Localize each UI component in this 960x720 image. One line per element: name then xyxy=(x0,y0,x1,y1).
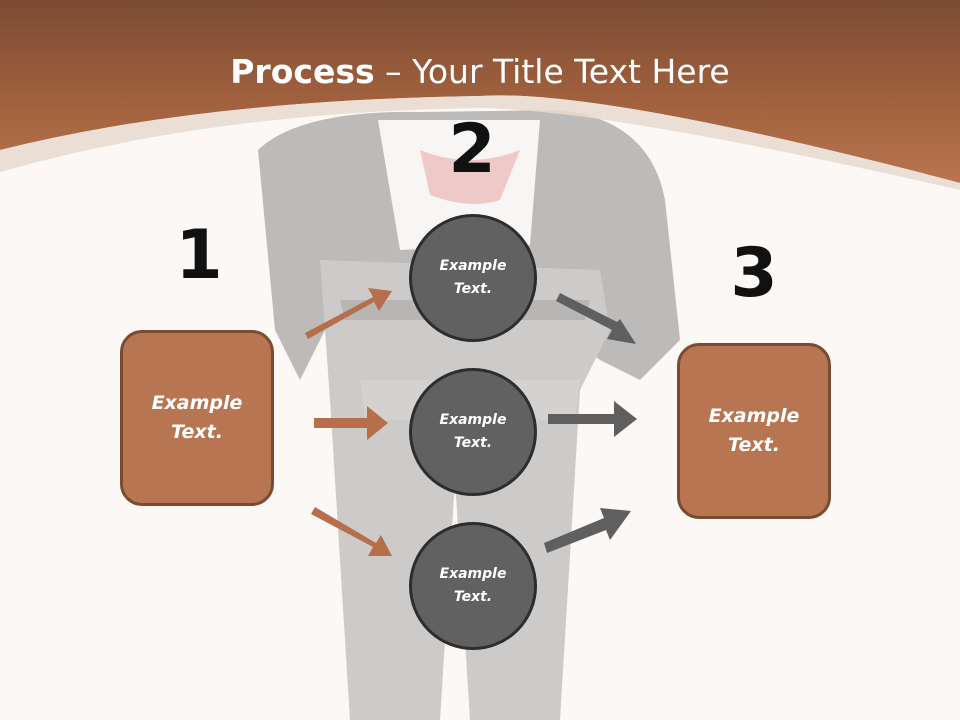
step-number-2: 2 xyxy=(448,110,496,189)
step-number-3: 3 xyxy=(730,234,778,313)
arrow-right-left xyxy=(314,406,388,440)
arrow-down-right-left xyxy=(311,507,392,556)
slide-title-rest: – Your Title Text Here xyxy=(374,52,730,91)
middle-step-label: Example Text. xyxy=(439,412,507,451)
left-step-box: Example Text. xyxy=(120,330,274,506)
arrow-up-right-right xyxy=(544,508,631,553)
middle-step-circle: Example Text. xyxy=(409,368,537,496)
right-step-label: Example Text. xyxy=(708,405,800,456)
arrow-down-right-right xyxy=(556,293,636,344)
top-step-circle: Example Text. xyxy=(409,214,537,342)
arrow-up-right-left xyxy=(305,288,392,339)
arrow-right-right xyxy=(548,401,637,437)
slide-title: Process – Your Title Text Here xyxy=(0,52,960,91)
slide-title-bold: Process xyxy=(230,52,375,91)
header-swoosh xyxy=(0,95,960,190)
left-step-label: Example Text. xyxy=(151,392,243,443)
top-step-label: Example Text. xyxy=(439,258,507,297)
bottom-step-label: Example Text. xyxy=(439,566,507,605)
bottom-step-circle: Example Text. xyxy=(409,522,537,650)
header-band xyxy=(0,0,960,183)
right-step-box: Example Text. xyxy=(677,343,831,519)
step-number-1: 1 xyxy=(175,216,223,295)
